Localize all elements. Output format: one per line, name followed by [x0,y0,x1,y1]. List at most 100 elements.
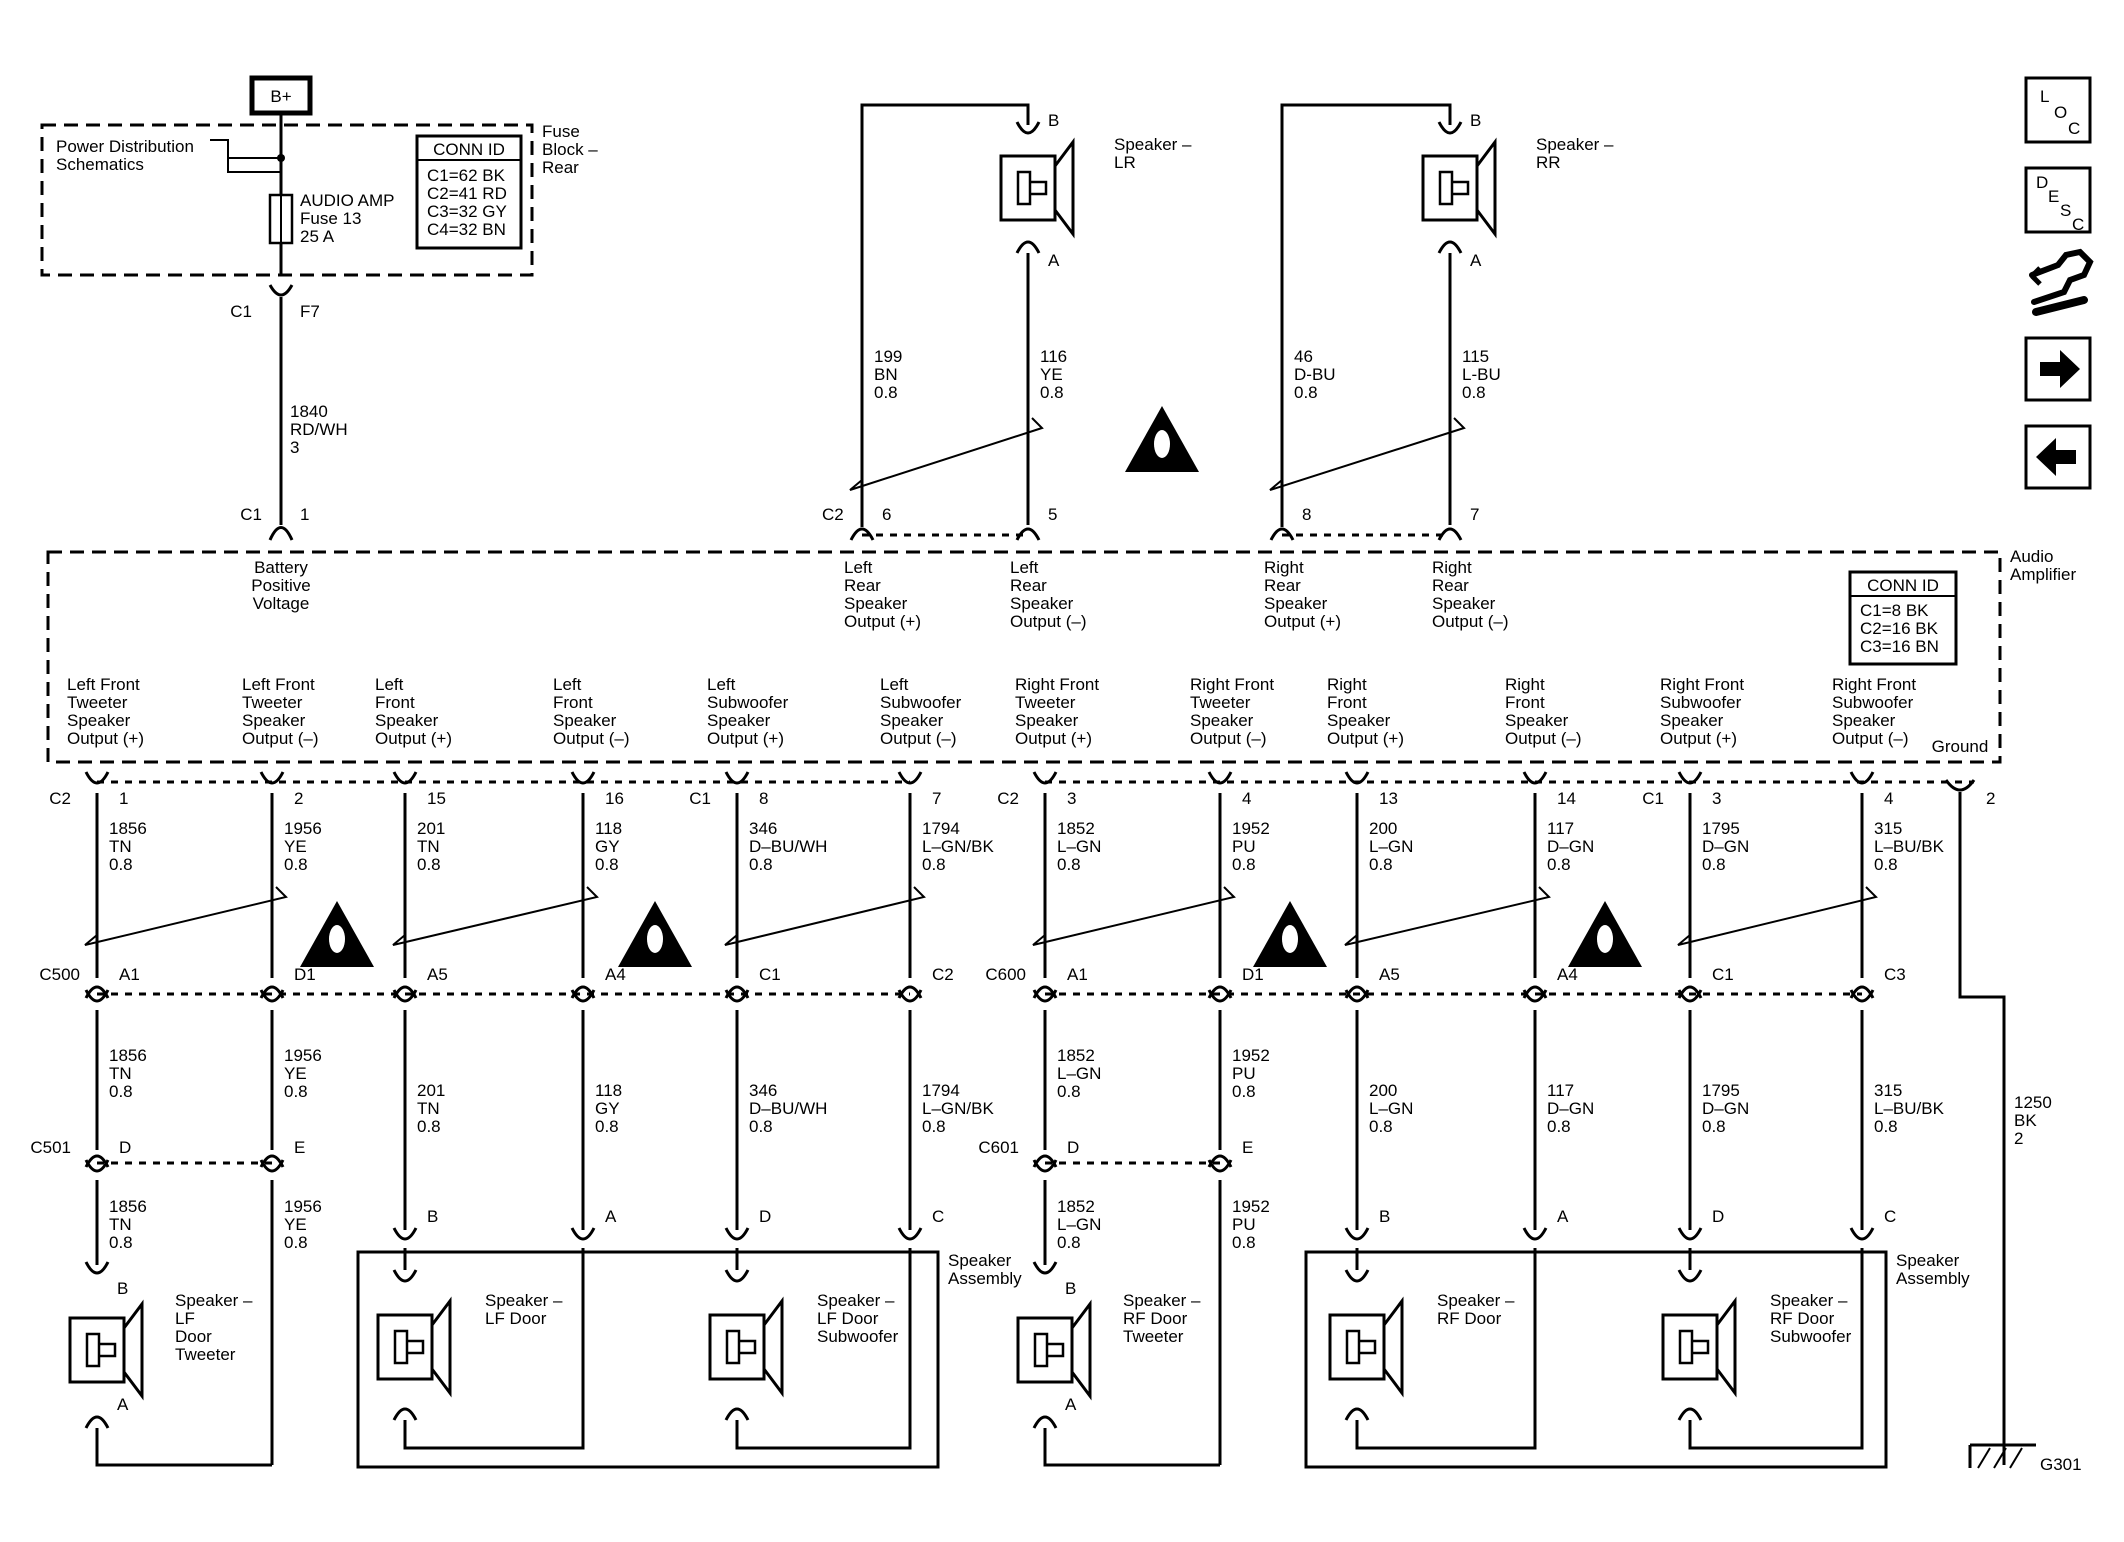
rear-pin-a: A [1470,251,1482,270]
twisted-pair-shield [84,886,288,946]
desc-e: E [2048,187,2059,206]
rear-warning-icon [1125,406,1199,472]
next-arrow-button[interactable] [2024,336,2092,402]
speaker-lf-tweeter [68,1299,144,1401]
pin-1-label: 1 [300,505,309,524]
ground-symbol [1968,1443,2036,1469]
c1-top-label: C1 [230,302,252,321]
inline-pin-label: C3 [1884,965,1906,984]
b-plus-label: B+ [270,87,291,106]
front-conn-label: C1 [1642,789,1664,808]
front-pin-number: 7 [932,789,941,808]
tweeter-pin: D [1067,1138,1079,1157]
fuse-conn-id-box [415,134,523,250]
c1-amp-label: C1 [240,505,262,524]
location-button[interactable]: L O C [2024,76,2092,144]
twisted-pair-shield [1269,417,1466,491]
front-pin-number: 15 [427,789,446,808]
inline-pin-label: C1 [759,965,781,984]
inline-pin-label: D1 [294,965,316,984]
repair-tools-icon[interactable] [2029,248,2094,316]
tweeter-pin-a: A [1065,1395,1077,1414]
assembly-pin: D [759,1207,771,1226]
front-conn-label: C2 [997,789,1019,808]
loc-l: L [2040,87,2049,106]
rear-pin-a: A [1048,251,1060,270]
inline-pin-label: A1 [119,965,140,984]
assembly-speaker [1328,1296,1404,1398]
assembly-pin: D [1712,1207,1724,1226]
inline-pin-label: A4 [605,965,626,984]
description-button[interactable]: D E S C [2024,166,2092,234]
front-pin-number: 3 [1712,789,1721,808]
twisted-pair-shield [849,417,1044,491]
rear-pin-number: 8 [1302,505,1311,524]
tweeter-pin-a: A [117,1395,129,1414]
front-pin-number: 3 [1067,789,1076,808]
front-pin-number: 4 [1884,789,1893,808]
f7-label: F7 [300,302,320,321]
front-pin-number: 4 [1242,789,1251,808]
rear-pin-number: 6 [882,505,891,524]
assembly-pin: C [932,1207,944,1226]
left-arrow-icon [2036,438,2076,476]
previous-arrow-button[interactable] [2024,424,2092,490]
inline-pin-label: D1 [1242,965,1264,984]
desc-c: C [2072,215,2084,234]
rear-c2-label: C2 [822,505,844,524]
front-warning-icon [300,901,374,967]
assembly-pin: A [1557,1207,1569,1226]
assembly-pin: B [1379,1207,1390,1226]
speaker-lr [999,137,1075,239]
inline-pin-label: C1 [1712,965,1734,984]
front-pin-number: 14 [1557,789,1576,808]
assembly-pin: B [427,1207,438,1226]
inline-pin-label: A5 [1379,965,1400,984]
assembly-speaker [1661,1296,1737,1398]
fuse-conn-id-title: CONN ID [433,140,505,159]
tweeter-conn-label: C601 [978,1138,1019,1157]
desc-d: D [2036,173,2048,192]
